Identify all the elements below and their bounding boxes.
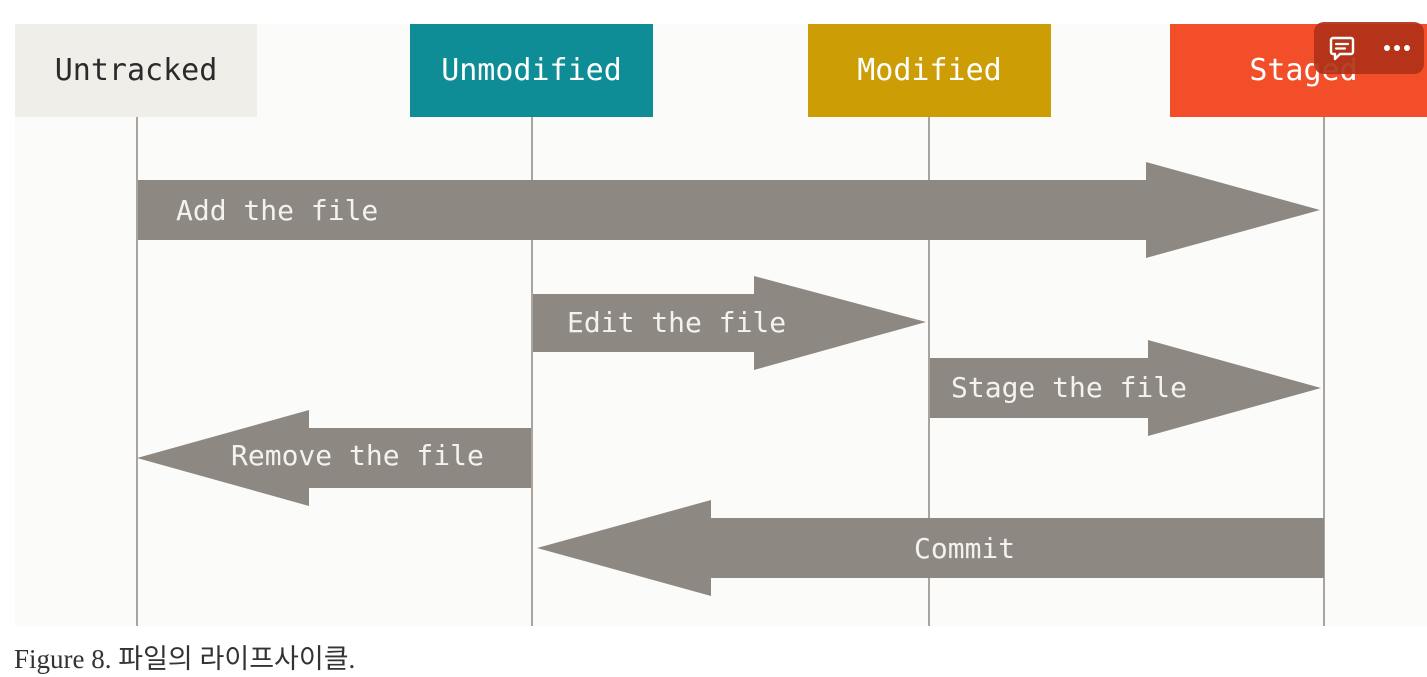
- arrow-add-the-file-label: Add the file: [176, 194, 379, 227]
- comment-icon: [1329, 36, 1354, 61]
- more-icon: [1383, 45, 1410, 51]
- comment-button[interactable]: [1319, 25, 1365, 71]
- arrow-stage-the-file-label: Stage the file: [951, 371, 1188, 404]
- arrow-commit: [537, 500, 1324, 596]
- state-untracked-label: Untracked: [54, 53, 218, 88]
- arrow-remove-the-file: [137, 410, 531, 506]
- figure-caption: Figure 8. 파일의 라이프사이클.: [14, 644, 356, 674]
- state-modified: Modified: [808, 24, 1051, 117]
- arrow-edit-the-file-label: Edit the file: [567, 306, 787, 339]
- lifeline-modified: [928, 117, 930, 626]
- lifeline-untracked: [136, 117, 138, 626]
- more-button[interactable]: [1374, 25, 1420, 71]
- arrow-edit-the-file: [533, 276, 926, 370]
- state-modified-label: Modified: [857, 53, 1002, 88]
- arrow-add-the-file: [138, 162, 1320, 258]
- floating-toolbar: [1314, 22, 1424, 74]
- state-unmodified: Unmodified: [410, 24, 653, 117]
- lifeline-staged: [1323, 117, 1325, 626]
- lifeline-unmodified: [531, 117, 533, 626]
- arrow-remove-the-file-label: Remove the file: [231, 439, 484, 472]
- state-unmodified-label: Unmodified: [441, 53, 622, 88]
- arrow-commit-label: Commit: [914, 532, 1016, 565]
- state-untracked: Untracked: [15, 24, 257, 117]
- arrow-stage-the-file: [930, 340, 1321, 436]
